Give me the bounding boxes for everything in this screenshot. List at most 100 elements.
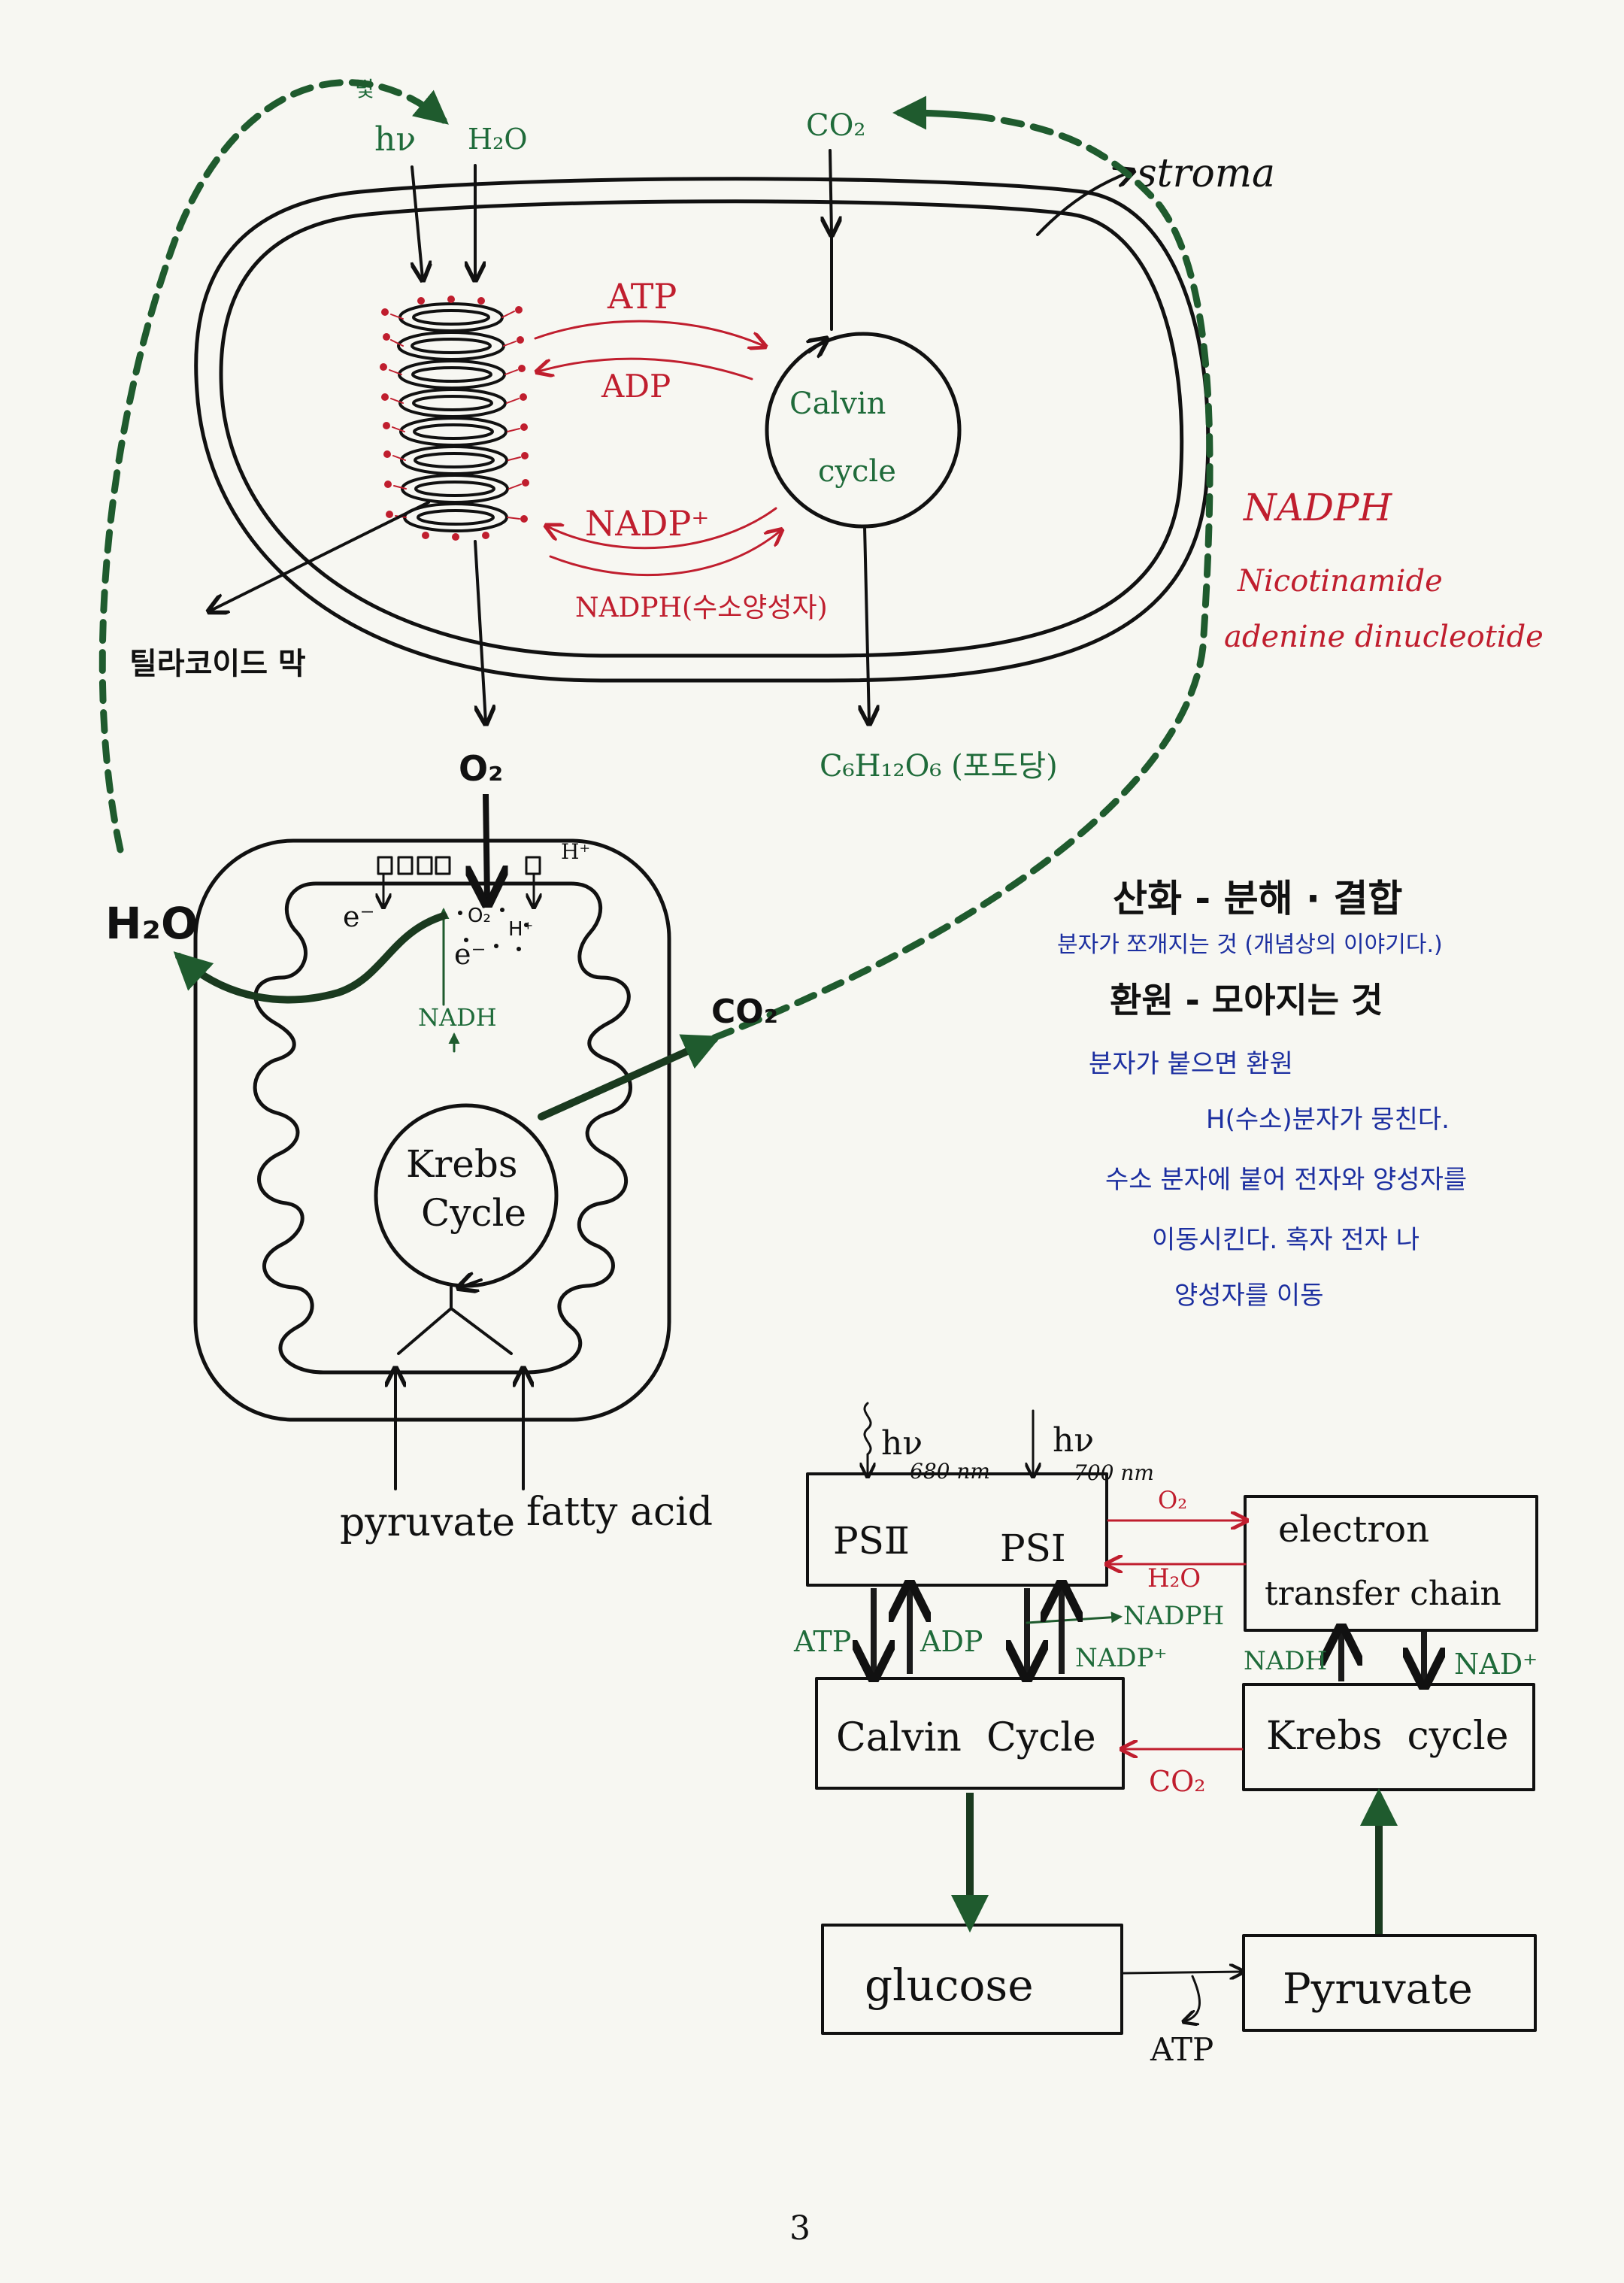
flow-atp-bottom-label: ATP bbox=[1150, 2031, 1213, 2068]
flow-o2-label: O₂ bbox=[1158, 1486, 1187, 1514]
o2-out-arrow bbox=[474, 540, 486, 722]
light-wave-680 bbox=[863, 1402, 872, 1456]
metabolism-flowchart: hν 680 nm hν 700 nm PSⅡ PSⅠ electron tra… bbox=[793, 1402, 1538, 2068]
reduction-line-1: 분자가 붙으면 환원 bbox=[1089, 1049, 1293, 1079]
nadph-note-line-2: adenine dinucleotide bbox=[1224, 620, 1544, 654]
water-to-light-dashed-arrow bbox=[98, 79, 449, 853]
calvin-label-1: Calvin bbox=[789, 387, 886, 421]
stroma-label: stroma bbox=[1137, 151, 1275, 196]
mitochondrion: Krebs Cycle pyruvate fatty acid NADH e⁻ … bbox=[105, 793, 778, 1545]
flow-pyruvate-label: Pyruvate bbox=[1283, 1965, 1473, 2014]
co2-to-chloroplast-dashed-arrow bbox=[710, 113, 1213, 1041]
oxidation-heading: 산화 - 분해 · 결합 bbox=[1113, 877, 1402, 920]
h-plus-small-label: H⁺ bbox=[508, 918, 533, 941]
nadph-side-arrow bbox=[1026, 1611, 1123, 1624]
krebs-label-1: Krebs bbox=[406, 1142, 518, 1186]
electron-label-1: e⁻ bbox=[343, 900, 375, 933]
calvin-label-2: cycle bbox=[818, 454, 896, 489]
chloroplast: 빛 hν H₂O CO₂ stroma Calvin cycle ATP ADP… bbox=[129, 77, 1275, 789]
pyruvate-box bbox=[1242, 1934, 1537, 2032]
krebs-cycle-arrowhead bbox=[460, 1280, 483, 1287]
flow-nad-label: NAD⁺ bbox=[1454, 1648, 1538, 1681]
etc-label-1: electron bbox=[1278, 1508, 1429, 1551]
flow-atp-label: ATP bbox=[793, 1625, 851, 1658]
reduction-line-4: 이동시킨다. 혹자 전자 나 bbox=[1152, 1225, 1419, 1255]
nadph-note-title: NADPH bbox=[1243, 486, 1393, 529]
o2-label: O₂ bbox=[459, 748, 503, 789]
co2-out-arrow bbox=[538, 1034, 722, 1120]
adp-label: ADP bbox=[601, 368, 671, 405]
thylakoid-stack bbox=[380, 296, 529, 541]
flow-co2-label: CO₂ bbox=[1149, 1765, 1205, 1798]
chloroplast-outer-membrane bbox=[194, 177, 1210, 683]
calvin-cycle-circle bbox=[765, 332, 962, 529]
nadph-label: NADPH(수소양성자) bbox=[575, 593, 828, 623]
reduction-heading: 환원 - 모아지는 것 bbox=[1110, 980, 1383, 1020]
thylakoid-membrane-label: 틸라코이드 막 bbox=[129, 647, 306, 681]
ps2-label: PSⅡ bbox=[833, 1519, 910, 1563]
thylakoid-pointer bbox=[211, 501, 430, 611]
reduction-line-3: 수소 분자에 붙어 전자와 양성자를 bbox=[1105, 1165, 1467, 1195]
flow-nadph-label: NADPH bbox=[1123, 1601, 1224, 1631]
h-plus-top-label: H⁺ bbox=[561, 839, 590, 864]
krebs-label-2: Cycle bbox=[421, 1191, 526, 1235]
water-out-arrow bbox=[173, 912, 447, 1004]
atp-label: ATP bbox=[607, 276, 677, 317]
flow-glucose-label: glucose bbox=[865, 1960, 1034, 2011]
nadph-note-line-1: Nicotinamide bbox=[1237, 564, 1443, 599]
nadph-arrow bbox=[549, 531, 780, 577]
nadh-label: NADH bbox=[418, 1003, 497, 1032]
flow-krebs-label: Krebs cycle bbox=[1266, 1714, 1509, 1759]
flow-adp-label: ADP bbox=[920, 1625, 983, 1658]
flow-h2o-label: H₂O bbox=[1147, 1563, 1201, 1593]
glucose-label: C₆H₁₂O₆ (포도당) bbox=[820, 749, 1058, 784]
page-number: 3 bbox=[789, 2209, 810, 2248]
glucose-to-pyruvate-arrow bbox=[1122, 1972, 1242, 1973]
water-out-label: H₂O bbox=[105, 898, 198, 949]
flow-nadp-label: NADP⁺ bbox=[1075, 1643, 1167, 1673]
reduction-line-2: H(수소)분자가 뭉친다. bbox=[1206, 1105, 1450, 1135]
nm-680-label: 680 nm bbox=[910, 1459, 990, 1484]
reduction-line-5: 양성자를 이동 bbox=[1174, 1281, 1324, 1311]
nadp-plus-label: NADP⁺ bbox=[585, 503, 710, 544]
atp-arrow bbox=[534, 320, 764, 346]
flow-nadh-label: NADH bbox=[1244, 1646, 1327, 1676]
fatty-acid-label: fatty acid bbox=[526, 1490, 713, 1535]
thylakoid-proteins bbox=[380, 296, 529, 541]
hv-label: hν bbox=[374, 120, 416, 159]
o2-into-mitochondrion-arrow bbox=[486, 793, 487, 899]
chloroplast-inner-membrane bbox=[219, 199, 1184, 658]
glucose-out-arrow bbox=[865, 525, 869, 722]
hv-680-label: hν bbox=[881, 1424, 923, 1463]
electron-label-2: e⁻ bbox=[454, 938, 486, 971]
dashed-cycle-arrows bbox=[98, 79, 1213, 1041]
mitochondrion-outer-membrane bbox=[193, 838, 671, 1422]
ps1-label: PSⅠ bbox=[1000, 1527, 1066, 1570]
krebs-input-fork bbox=[397, 1286, 513, 1355]
redox-notes: 산화 - 분해 · 결합 분자가 쪼개지는 것 (개념상의 이야기다.) 환원 … bbox=[1057, 877, 1467, 1311]
pyruvate-label: pyruvate bbox=[340, 1500, 515, 1545]
co2-return-arrow bbox=[892, 96, 981, 130]
oxidation-sub: 분자가 쪼개지는 것 (개념상의 이야기다.) bbox=[1057, 932, 1443, 958]
adp-arrow bbox=[538, 357, 753, 380]
calvin-cycle-box bbox=[815, 1677, 1125, 1790]
hv-700-label: hν bbox=[1053, 1421, 1094, 1460]
electron-transport-proteins bbox=[378, 856, 540, 906]
co2-arrow bbox=[830, 149, 832, 233]
co2-label: CO₂ bbox=[806, 108, 865, 143]
nadp-arrow bbox=[547, 507, 777, 550]
flow-calvin-label: Calvin Cycle bbox=[836, 1715, 1096, 1760]
calvin-cycle-arrowhead bbox=[809, 340, 826, 352]
stroma-pointer bbox=[1036, 171, 1132, 236]
photosystem-box bbox=[806, 1472, 1108, 1587]
proton-dots bbox=[458, 908, 529, 951]
etc-label-2: transfer chain bbox=[1265, 1575, 1501, 1613]
o2-small-label: O₂ bbox=[468, 905, 491, 927]
h2o-label: H₂O bbox=[468, 123, 528, 156]
atp-release-arrow bbox=[1185, 1975, 1201, 2021]
nadph-note: NADPH Nicotinamide adenine dinucleotide bbox=[1224, 486, 1544, 654]
co2-out-label: CO₂ bbox=[711, 993, 778, 1031]
light-arrow bbox=[412, 165, 423, 278]
